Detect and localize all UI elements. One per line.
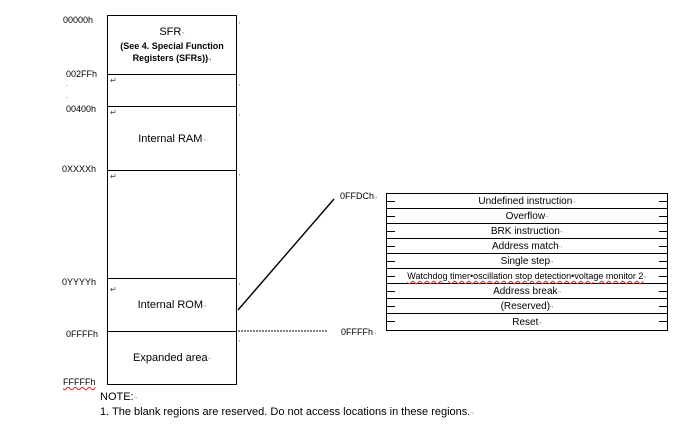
return-mark-icon: ↵	[110, 172, 117, 181]
tick-mark: '	[239, 283, 241, 290]
return-mark-icon: ↵	[110, 76, 117, 85]
vector-row: Undefined instruction.,	[387, 194, 667, 209]
tick-mark: '	[239, 340, 241, 347]
address-fffffh: FFFFFh	[63, 377, 96, 387]
vector-row: Reset.,	[387, 314, 667, 330]
internal-rom-label: Internal ROM	[137, 299, 204, 311]
vector-row: BRK instruction.,	[387, 224, 667, 239]
vector-row: Watchdog timer•oscillation stop detectio…	[387, 269, 667, 284]
sfr-note: (See 4. Special Function Registers (SFRs…	[120, 40, 224, 63]
connector-line-top	[237, 198, 335, 311]
return-mark-icon: ↵	[110, 285, 117, 294]
dots-marker: .	[66, 93, 68, 100]
internal-ram-label: Internal RAM	[138, 132, 203, 145]
address-0xxxxh: 0XXXXh	[62, 164, 97, 174]
tick-mark: '	[239, 22, 241, 29]
vector-end-address: 0FFFFh.,	[341, 327, 377, 337]
return-mark-icon: ↵	[110, 108, 117, 117]
address-0ffffh: 0FFFFh	[66, 329, 99, 339]
note-text: 1. The blank regions are reserved. Do no…	[100, 406, 474, 418]
note-title: NOTE:.,	[100, 391, 137, 403]
expanded-area-label: Expanded area	[133, 352, 208, 364]
sfr-title: SFR.,	[159, 25, 185, 38]
vector-table: Undefined instruction., Overflow., BRK i…	[386, 193, 668, 331]
address-00000h: 00000h	[63, 15, 94, 25]
address-002ffh: 002FFh	[66, 69, 98, 79]
vector-start-address: 0FFDCh.,	[340, 191, 378, 201]
tick-mark: '	[239, 84, 241, 91]
vector-row: Overflow.,	[387, 209, 667, 224]
tick-mark: '	[239, 174, 241, 181]
vector-row: Address break.,	[387, 284, 667, 299]
vector-row: (Reserved).,	[387, 299, 667, 314]
dots-marker: .	[66, 81, 68, 88]
address-0yyyyh: 0YYYYh	[62, 277, 97, 287]
tick-mark: '	[239, 114, 241, 121]
address-00400h: 00400h	[66, 104, 97, 114]
expanded-area-region: Expanded area.,	[107, 331, 237, 385]
vector-row: Address match.,	[387, 239, 667, 254]
vector-row: Single step.,	[387, 254, 667, 269]
